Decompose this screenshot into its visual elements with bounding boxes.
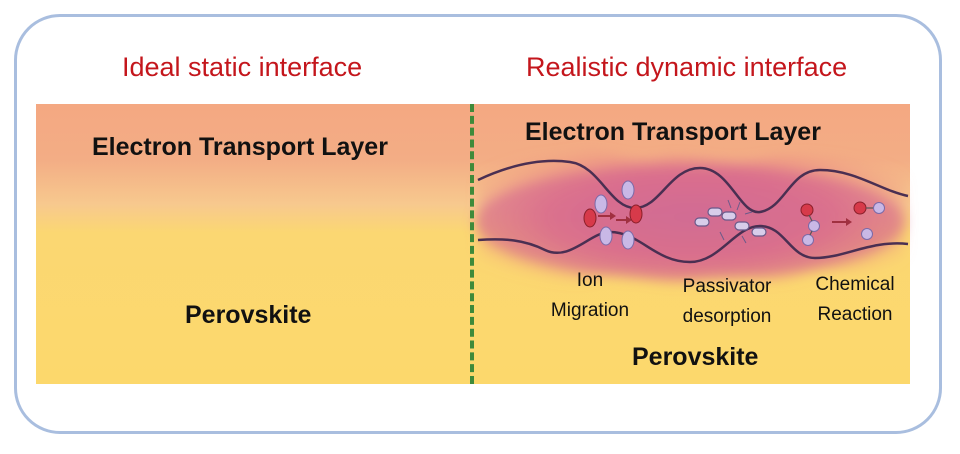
process-passivator-line2: desorption (682, 306, 772, 327)
ion-migration-icon (583, 180, 643, 250)
process-ion-line2: Migration (550, 300, 630, 321)
lower-interface-line (477, 224, 909, 264)
left-perovskite-label: Perovskite (185, 301, 312, 329)
process-label-ion-migration: Ion Migration (540, 266, 640, 326)
upper-interface-line (477, 159, 909, 214)
right-perovskite-label: Perovskite (632, 343, 759, 371)
process-label-passivator-desorption: Passivator desorption (664, 272, 790, 332)
right-etl-label: Electron Transport Layer (525, 118, 821, 146)
process-chemical-line2: Reaction (817, 304, 893, 325)
heading-realistic-dynamic-interface: Realistic dynamic interface (526, 52, 848, 82)
process-chemical-line1: Chemical (815, 274, 895, 295)
chemical-reaction-icon (800, 201, 885, 246)
ideal-interface-panel (36, 104, 474, 384)
left-etl-label: Electron Transport Layer (92, 133, 388, 161)
panel-divider-dashed (470, 104, 474, 384)
passivator-desorption-icon (694, 199, 767, 244)
process-passivator-line1: Passivator (682, 276, 772, 297)
heading-ideal-static-interface: Ideal static interface (122, 52, 363, 82)
process-ion-line1: Ion (576, 270, 604, 291)
process-label-chemical-reaction: Chemical Reaction (800, 270, 910, 330)
